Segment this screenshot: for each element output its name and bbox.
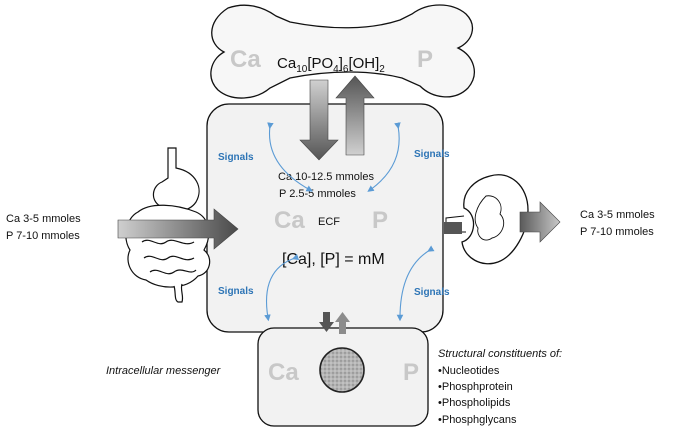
- kidney-inner: [474, 195, 505, 241]
- excretion-ca: Ca 3-5 mmoles: [580, 209, 655, 221]
- nucleus: [319, 347, 365, 393]
- ecf-to-kidney-arrow: [444, 222, 462, 234]
- formula-close: ]: [339, 55, 343, 72]
- intracellular-messenger: Intracellular messenger: [106, 365, 222, 377]
- ecf-ca-amount: Ca 10-12.5 mmoles: [278, 171, 374, 183]
- ecf-to-bone-arrow: [335, 75, 375, 156]
- bone-formula: Ca10[PO4]6[OH]2: [277, 55, 385, 75]
- structural-title: Structural constituents of:: [438, 348, 562, 360]
- signal-arrow-bottom-right: [396, 245, 435, 322]
- signal-arrow-top-right: [367, 122, 401, 192]
- ecf-p-amount: P 2.5-5 mmoles: [279, 188, 356, 200]
- formula-sub-2: 2: [379, 64, 385, 75]
- excretion-p: P 7-10 mmoles: [580, 226, 654, 238]
- structural-item-nucleotides: •Nucleotides: [438, 365, 500, 377]
- excretion-arrow: [519, 201, 561, 243]
- formula-sub-6: 6: [343, 64, 349, 75]
- signal-label-top-left: Signals: [218, 152, 254, 163]
- ecf-p-label: P: [372, 207, 388, 234]
- ecf-concentration: [Ca], [P] = mM: [282, 251, 385, 268]
- ecf-ca-label: Ca: [274, 207, 305, 234]
- structural-item-phosphprotein: •Phosphprotein: [438, 381, 513, 393]
- formula-sub-4: 4: [333, 64, 339, 75]
- ecf-label: ECF: [318, 216, 340, 228]
- structural-item-phospholipids: •Phospholipids: [438, 397, 511, 409]
- cell-p-label: P: [403, 359, 419, 386]
- signal-arrow-top-left: [267, 122, 313, 192]
- formula-sub-10: 10: [296, 64, 308, 75]
- formula-ca: Ca: [277, 55, 297, 72]
- formula-po4: [PO: [307, 55, 333, 72]
- intake-arrow: [117, 208, 239, 250]
- bone-p-label: P: [417, 46, 433, 73]
- intake-ca: Ca 3-5 mmoles: [6, 213, 81, 225]
- bone-ca-label: Ca: [230, 46, 261, 73]
- cell-to-ecf-arrow: [335, 312, 350, 334]
- structural-item-phosphglycans: •Phosphglycans: [438, 414, 517, 426]
- signal-label-bottom-right: Signals: [414, 287, 450, 298]
- intake-p: P 7-10 mmoles: [6, 230, 80, 242]
- cell-ca-label: Ca: [268, 359, 299, 386]
- bone-shape: [210, 4, 475, 99]
- ecf-to-cell-arrow: [319, 312, 334, 332]
- signal-label-bottom-left: Signals: [218, 286, 254, 297]
- signal-arrow-bottom-left: [264, 253, 300, 322]
- signal-label-top-right: Signals: [414, 149, 450, 160]
- formula-oh: [OH]: [348, 55, 379, 72]
